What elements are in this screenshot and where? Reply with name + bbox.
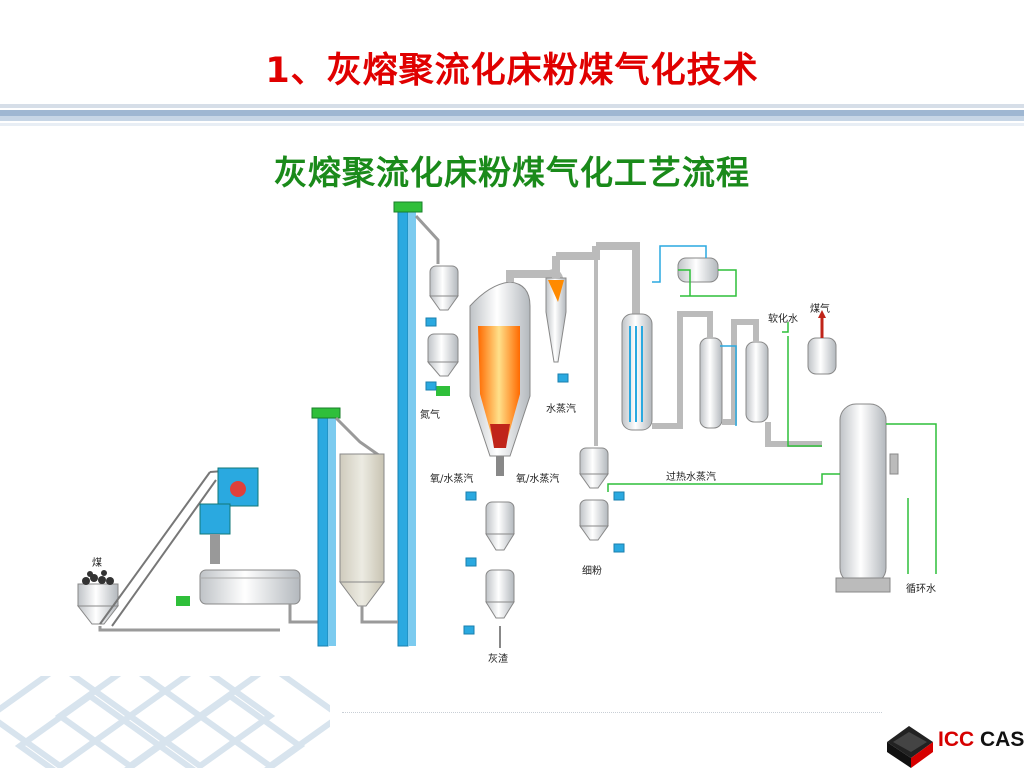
- label-fines: 细粉: [582, 564, 602, 577]
- waste-heat-boiler: [596, 242, 653, 431]
- crusher: [199, 467, 259, 564]
- label-oxygen-steam-left: 氧/水蒸汽: [430, 472, 473, 485]
- icc-cas-logo: [887, 726, 933, 768]
- process-gas-pipes: [652, 311, 822, 447]
- dryer-drum: [176, 569, 301, 606]
- coal-silo: [334, 416, 385, 607]
- lock-hoppers: [414, 214, 459, 396]
- ash-hoppers: [485, 501, 515, 648]
- label-softened-water: 软化水: [768, 312, 798, 325]
- heat-exchanger-2: [745, 341, 769, 423]
- diagram-subtitle: 灰熔聚流化床粉煤气化工艺流程: [274, 153, 750, 192]
- gasifier: [469, 281, 531, 476]
- bucket-elevator-1: [311, 407, 341, 647]
- pipes-gray: [98, 604, 318, 632]
- heat-exchanger-1: [699, 337, 723, 429]
- water-steam-lines: [607, 269, 937, 574]
- label-steam: 水蒸汽: [546, 402, 576, 415]
- label-coal: 煤: [92, 556, 102, 569]
- valves: [425, 317, 625, 635]
- title-divider: [0, 104, 1024, 126]
- cyclone: [545, 246, 600, 363]
- label-ash: 灰渣: [488, 652, 508, 665]
- logo-text: ICC CAS: [938, 728, 1024, 751]
- process-flow-diagram: 煤: [76, 201, 937, 665]
- label-superheated-steam: 过热水蒸汽: [666, 470, 716, 483]
- label-gas: 煤气: [810, 302, 830, 315]
- bucket-elevator-2: [360, 201, 423, 647]
- label-oxygen-steam-right: 氧/水蒸汽: [516, 472, 559, 485]
- background-grid-decoration: [0, 676, 330, 768]
- gas-separator: [807, 310, 837, 375]
- washer-tower: [835, 403, 899, 593]
- slide-title: 1、灰熔聚流化床粉煤气化技术: [265, 51, 759, 91]
- coal-hopper: [76, 570, 120, 625]
- label-circulating-water: 循环水: [906, 582, 936, 595]
- blue-water-lines: [652, 245, 737, 426]
- label-nitrogen: 氮气: [420, 408, 440, 421]
- fines-collector: [579, 246, 609, 541]
- footer-divider: [342, 712, 882, 713]
